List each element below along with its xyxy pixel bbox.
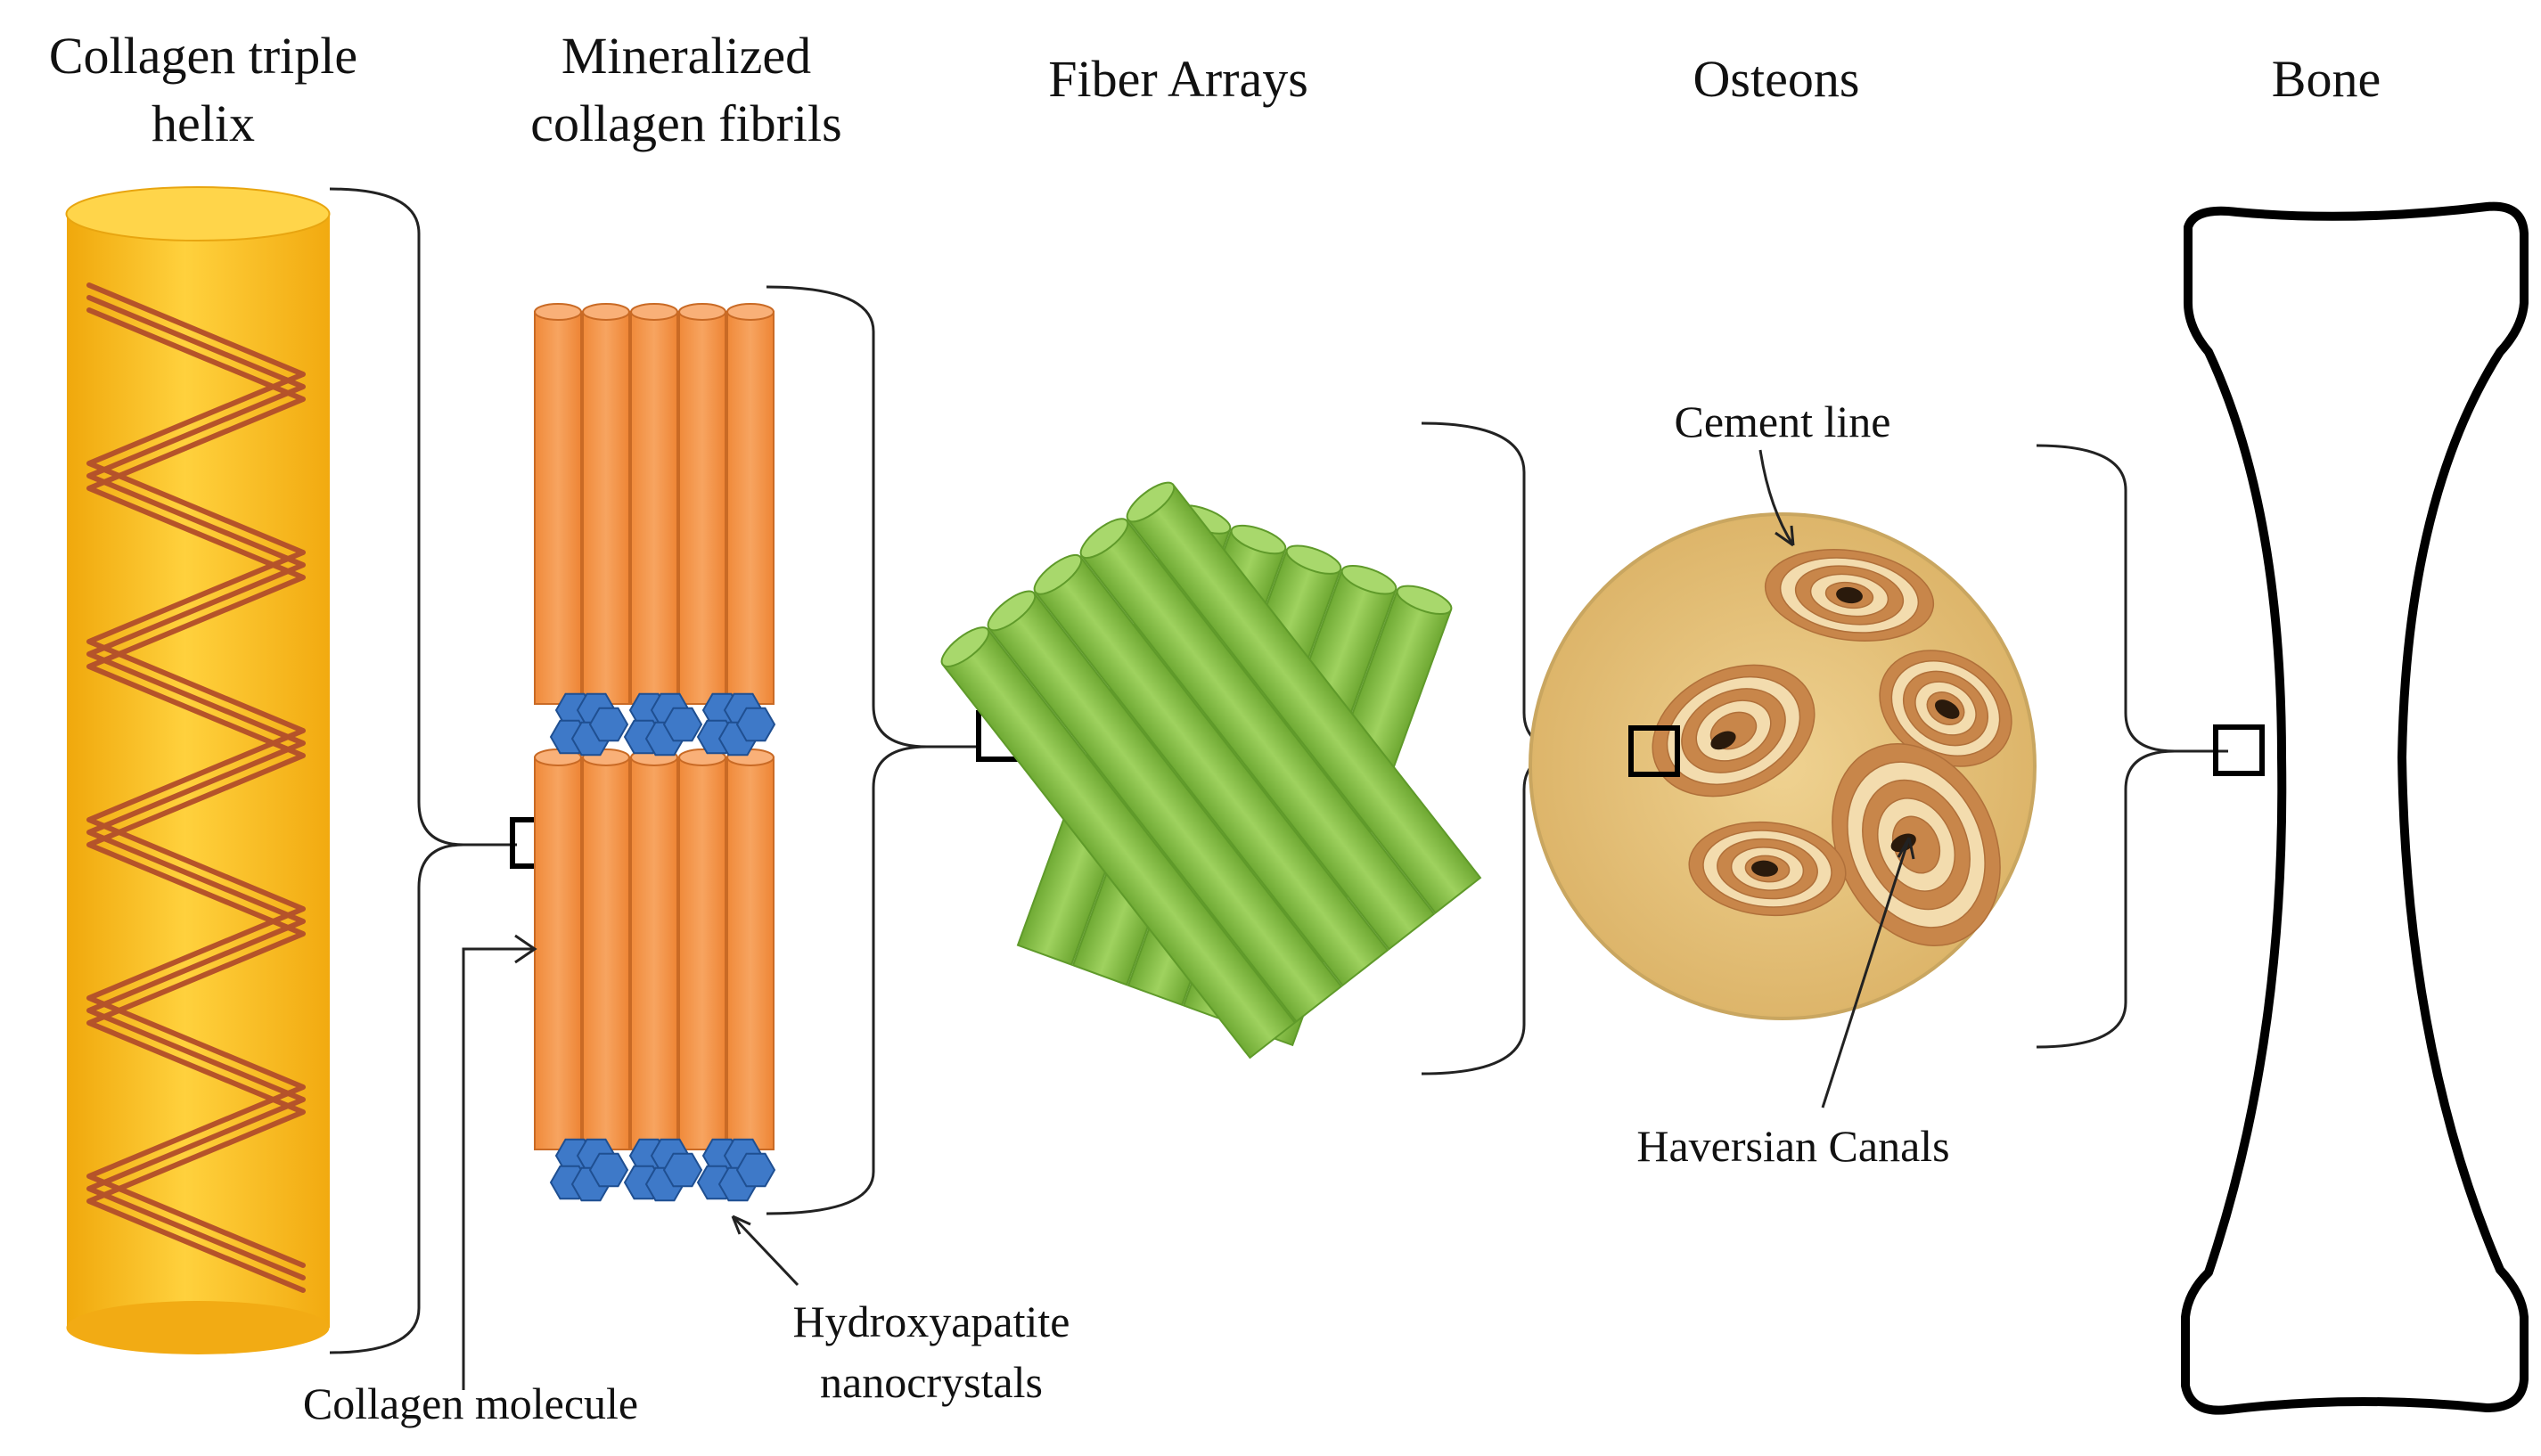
heading-osteons: Osteons <box>1693 50 1860 108</box>
fibril-bottom-5 <box>726 757 775 1150</box>
crystal-5 <box>588 707 629 742</box>
crystal-10 <box>662 707 703 742</box>
bracket-osteons <box>2036 444 2228 1049</box>
fibril-top-5 <box>726 311 775 705</box>
svg-text:nanocrystals: nanocrystals <box>820 1357 1043 1407</box>
crystal-30 <box>735 1152 776 1188</box>
fibril-bottom-2 <box>582 757 630 1150</box>
fibril-top-1 <box>534 311 582 705</box>
fibril-top-4 <box>678 311 726 705</box>
haversian-canal-5 <box>1751 860 1778 877</box>
bracket-helix <box>329 187 517 1354</box>
helix-strand-3 <box>86 307 306 1293</box>
bone-outline <box>2181 201 2529 1415</box>
crystal-20 <box>588 1152 629 1188</box>
collagen-molecule-pointer <box>462 947 533 1390</box>
osteon-2 <box>1652 664 1816 798</box>
haversian-canal-1 <box>1836 586 1863 604</box>
heading-mineralized-collagen-fibrils: Mineralized collagen fibrils <box>530 27 842 152</box>
crystal-15 <box>735 707 776 742</box>
svg-text:Hydroxyapatite: Hydroxyapatite <box>792 1296 1070 1346</box>
fibril-top-3 <box>630 311 678 705</box>
heading-collagen-triple-helix: Collagen triple helix <box>49 27 357 152</box>
hydroxyapatite-pointer <box>731 1215 799 1287</box>
osteon-3 <box>1879 650 2012 767</box>
label-collagen-molecule: Collagen molecule <box>303 1378 638 1428</box>
helix-strands <box>86 282 306 1293</box>
mineralized-collagen-fibrils <box>534 303 776 1202</box>
label-haversian-canals: Haversian Canals <box>1636 1121 1949 1171</box>
label-cement-line: Cement line <box>1675 397 1891 446</box>
bracket-fibrils <box>766 285 980 1215</box>
osteon-1 <box>1764 549 1935 642</box>
fibril-bottom-3 <box>630 757 678 1150</box>
svg-text:collagen fibrils: collagen fibrils <box>530 94 842 152</box>
label-hydroxyapatite-nanocrystals: Hydroxyapatite nanocrystals <box>792 1296 1070 1407</box>
zoom-box-osteon <box>1628 725 1680 777</box>
cement-line-pointer <box>1758 449 1795 546</box>
svg-text:Mineralized: Mineralized <box>561 27 811 85</box>
osteon-5 <box>1688 821 1847 917</box>
haversian-canal-3 <box>1934 699 1960 719</box>
haversian-canal-2 <box>1710 731 1736 750</box>
fibril-bottom-1 <box>534 757 582 1150</box>
svg-text:helix: helix <box>152 94 255 152</box>
crystal-25 <box>662 1152 703 1188</box>
osteon-cross-section <box>1529 512 2037 1020</box>
fibril-top-2 <box>582 311 630 705</box>
helix-strand-2 <box>86 295 306 1280</box>
svg-text:Collagen triple: Collagen triple <box>49 27 357 85</box>
zoom-box-bone <box>2213 724 2265 776</box>
haversian-canals-pointer <box>1821 837 1911 1108</box>
osteon-4 <box>1832 743 2001 946</box>
fibril-bottom-4 <box>678 757 726 1150</box>
heading-bone: Bone <box>2272 50 2381 108</box>
collagen-triple-helix <box>65 186 331 1354</box>
fiber-arrays <box>940 481 1482 1059</box>
helix-strand-1 <box>86 282 306 1268</box>
heading-fiber-arrays: Fiber Arrays <box>1048 50 1308 108</box>
